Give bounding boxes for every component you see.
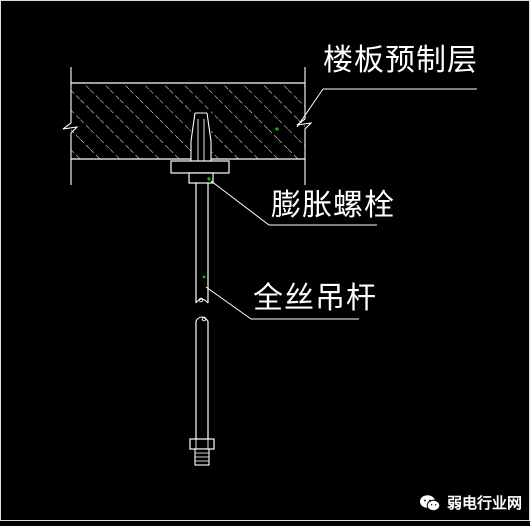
wechat-icon (420, 494, 441, 511)
watermark: 弱电行业网 (419, 492, 522, 513)
expansion-bolt (190, 109, 212, 161)
washer-nut (170, 160, 230, 184)
threaded-rod (195, 183, 209, 439)
leader-lines (205, 88, 477, 320)
floor-slab (62, 67, 313, 185)
slab-label: 楼板预制层 (323, 43, 478, 78)
expansion-bolt-label: 膨胀螺栓 (271, 188, 395, 223)
watermark-text: 弱电行业网 (447, 494, 523, 512)
bottom-nut (189, 438, 215, 466)
threaded-rod-label: 全丝吊杆 (253, 281, 377, 316)
